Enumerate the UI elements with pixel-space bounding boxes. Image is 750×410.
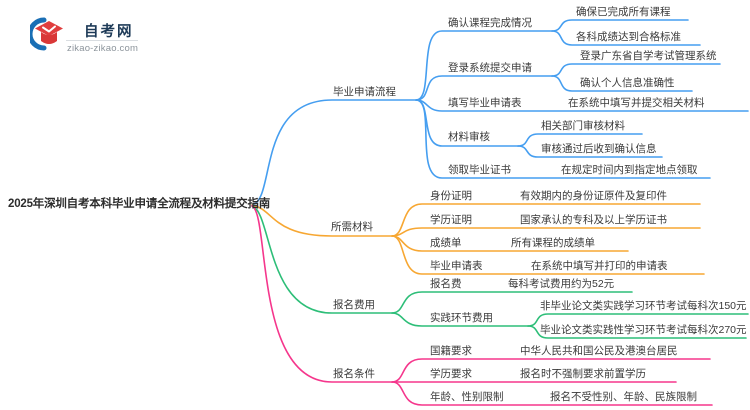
leaf-department-review: 相关部门审核材料	[541, 120, 625, 132]
leaf-grades-qualified: 各科成绩达到合格标准	[576, 31, 681, 43]
leaf-fill-submit-materials: 在系统中填写并提交相关材料	[568, 97, 705, 109]
leaf-no-restrictions: 报名不受性别、年龄、民族限制	[550, 391, 697, 403]
leaf-fee-52-per-subject: 每科考试费用约为52元	[508, 278, 615, 290]
node-practical-session-fee: 实践环节费用	[430, 312, 493, 324]
leaf-all-course-transcript: 所有课程的成绩单	[511, 237, 595, 249]
branch-required-materials: 所需材料	[331, 221, 373, 233]
leaf-id-original-and-copy: 有效期内的身份证原件及复印件	[520, 190, 667, 202]
leaf-confirm-personal-info: 确认个人信息准确性	[580, 77, 675, 89]
leaf-prc-citizens: 中华人民共和国公民及港澳台居民	[520, 345, 678, 357]
branch-graduation-process: 毕业申请流程	[333, 86, 396, 98]
node-receive-diploma: 领取毕业证书	[448, 164, 511, 176]
node-education-proof: 学历证明	[430, 214, 472, 226]
branch-registration-fees: 报名费用	[333, 299, 375, 311]
leaf-non-thesis-150: 非毕业论文类实践学习环节考试每科次150元	[540, 300, 747, 312]
central-topic: 2025年深圳自考本科毕业申请全流程及材料提交指南	[8, 198, 271, 210]
leaf-review-confirmation: 审核通过后收到确认信息	[541, 143, 657, 155]
leaf-receive-at-location: 在规定时间内到指定地点领取	[561, 164, 698, 176]
node-id-proof: 身份证明	[430, 190, 472, 202]
node-registration-fee: 报名费	[430, 278, 462, 290]
logo-divider	[66, 40, 138, 41]
node-confirm-course-completion: 确认课程完成情况	[448, 17, 532, 29]
logo-site-url: zikao-zikao.com	[67, 43, 139, 54]
leaf-login-gd-exam-system: 登录广东省自学考试管理系统	[580, 50, 717, 62]
node-age-gender-limit: 年龄、性别限制	[430, 391, 504, 403]
node-fill-graduation-form: 填写毕业申请表	[448, 97, 522, 109]
leaf-no-prerequisite-education: 报名时不强制要求前置学历	[520, 368, 646, 380]
leaf-ensure-courses-done: 确保已完成所有课程	[576, 6, 671, 18]
branch-registration-conditions: 报名条件	[333, 368, 375, 380]
node-transcript: 成绩单	[430, 237, 462, 249]
node-login-submit-application: 登录系统提交申请	[448, 62, 532, 74]
leaf-thesis-270: 毕业论文类实践性学习环节考试每科次270元	[540, 324, 747, 336]
logo-site-name: 自考网	[84, 24, 134, 40]
leaf-recognized-diploma: 国家承认的专科及以上学历证书	[520, 214, 667, 226]
leaf-printed-application-form: 在系统中填写并打印的申请表	[531, 260, 668, 272]
node-material-review: 材料审核	[448, 131, 490, 143]
site-logo: 自考网 zikao-zikao.com	[28, 14, 148, 58]
node-education-requirement: 学历要求	[430, 368, 472, 380]
node-nationality-requirement: 国籍要求	[430, 345, 472, 357]
graduation-cap-icon	[30, 17, 63, 51]
node-graduation-application-form: 毕业申请表	[430, 260, 483, 272]
